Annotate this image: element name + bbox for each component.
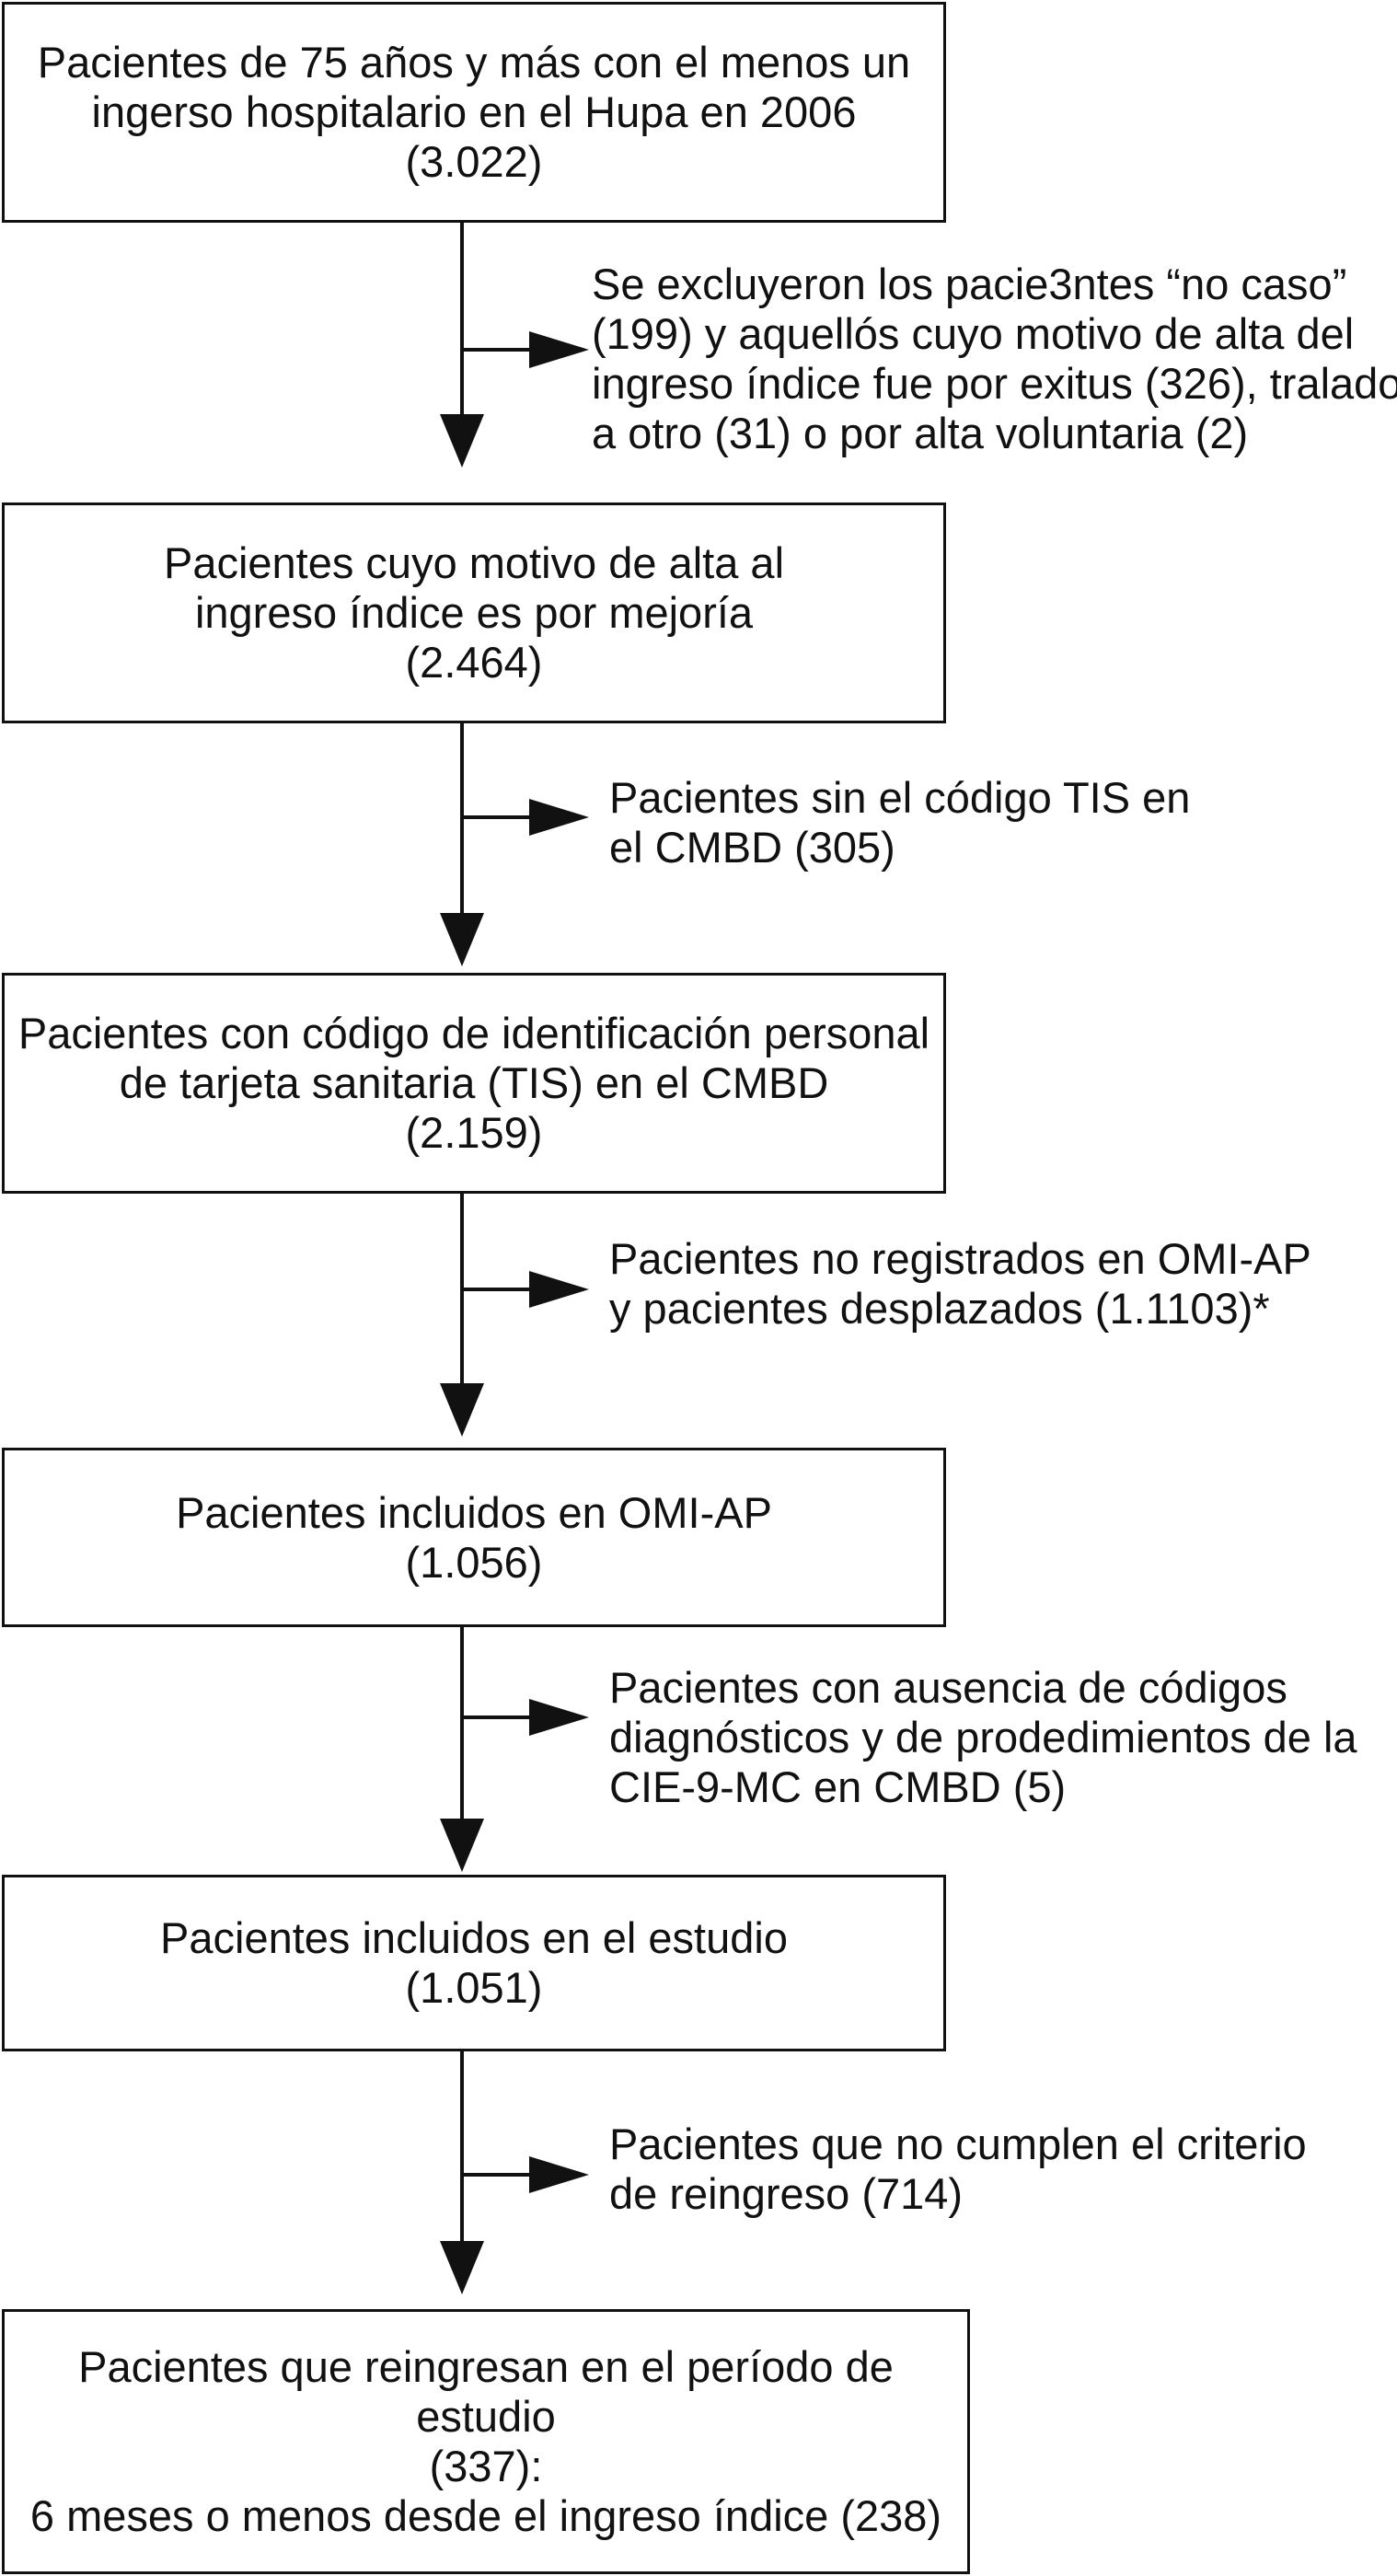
note-line: Se excluyeron los pacie3ntes “no caso” <box>592 260 1347 308</box>
box-count: (1.056) <box>405 1537 543 1587</box>
box-text: Pacientes de 75 años y más con el menos … <box>37 38 911 87</box>
box-text: de tarjeta sanitaria (TIS) en el CMBD <box>119 1058 829 1107</box>
box-tis-code: Pacientes con código de identificación p… <box>2 973 946 1194</box>
note-line: Pacientes que no cumplen el criterio <box>609 2120 1307 2168</box>
down-arrowhead <box>440 2241 484 2294</box>
note-line: Pacientes con ausencia de códigos <box>609 1663 1287 1712</box>
box-text: Pacientes incluidos en OMI-AP <box>176 1487 772 1537</box>
down-arrowhead <box>440 1383 484 1437</box>
box-text: ingreso índice es por mejoría <box>194 588 754 637</box>
box-count: (3.022) <box>405 137 543 186</box>
box-initial-patients: Pacientes de 75 años y más con el menos … <box>2 2 946 223</box>
right-arrowhead <box>529 1699 589 1736</box>
note-line: Pacientes sin el código TIS en <box>609 773 1191 822</box>
note-line: a otro (31) o por alta voluntaria (2) <box>592 409 1249 457</box>
right-arrowhead <box>529 331 589 368</box>
note-line: (199) y aquellós cuyo motivo de alta del <box>592 309 1355 358</box>
box-text: Pacientes con código de identificación p… <box>17 1009 930 1057</box>
box-text: Pacientes incluidos en el estudio <box>160 1913 788 1962</box>
note-line: Pacientes no registrados en OMI-AP <box>609 1234 1311 1283</box>
box-count: (1.051) <box>405 1963 543 2012</box>
note-line: de reingreso (714) <box>609 2169 964 2218</box>
box-text: Pacientes cuyo motivo de alta al <box>163 538 785 587</box>
box-readmissions: Pacientes que reingresan en el período d… <box>2 2309 970 2574</box>
exclusion-note-1: Se excluyeron los pacie3ntes “no caso” (… <box>592 260 1397 458</box>
note-line: ingreso índice fue por exitus (326), tra… <box>592 359 1397 408</box>
note-line: y pacientes desplazados (1.1103)* <box>609 1284 1270 1333</box>
box-omi-ap: Pacientes incluidos en OMI-AP (1.056) <box>2 1448 946 1627</box>
box-count: (337): <box>429 2442 543 2490</box>
box-discharge-improvement: Pacientes cuyo motivo de alta al ingreso… <box>2 502 946 723</box>
box-text: 6 meses o menos desde el ingreso índice … <box>29 2491 942 2540</box>
exclusion-note-4: Pacientes con ausencia de códigos diagnó… <box>609 1663 1357 1812</box>
right-arrowhead <box>529 1271 589 1308</box>
note-line: CIE-9-MC en CMBD (5) <box>609 1762 1067 1811</box>
exclusion-note-2: Pacientes sin el código TIS en el CMBD (… <box>609 773 1190 872</box>
box-text: Pacientes que reingresan en el período d… <box>78 2342 894 2441</box>
down-arrowhead <box>440 1819 484 1872</box>
box-count: (2.159) <box>405 1108 543 1157</box>
down-arrowhead <box>440 414 484 468</box>
box-text: ingerso hospitalario en el Hupa en 2006 <box>91 87 857 136</box>
down-arrowhead <box>440 913 484 966</box>
exclusion-note-5: Pacientes que no cumplen el criterio de … <box>609 2120 1307 2219</box>
note-line: diagnósticos y de prodedimientos de la <box>609 1713 1357 1762</box>
box-count: (2.464) <box>405 638 543 687</box>
right-arrowhead <box>529 799 589 836</box>
exclusion-note-3: Pacientes no registrados en OMI-AP y pac… <box>609 1234 1311 1334</box>
right-arrowhead <box>529 2156 589 2193</box>
note-line: el CMBD (305) <box>609 823 895 872</box>
box-study-included: Pacientes incluidos en el estudio (1.051… <box>2 1875 946 2051</box>
